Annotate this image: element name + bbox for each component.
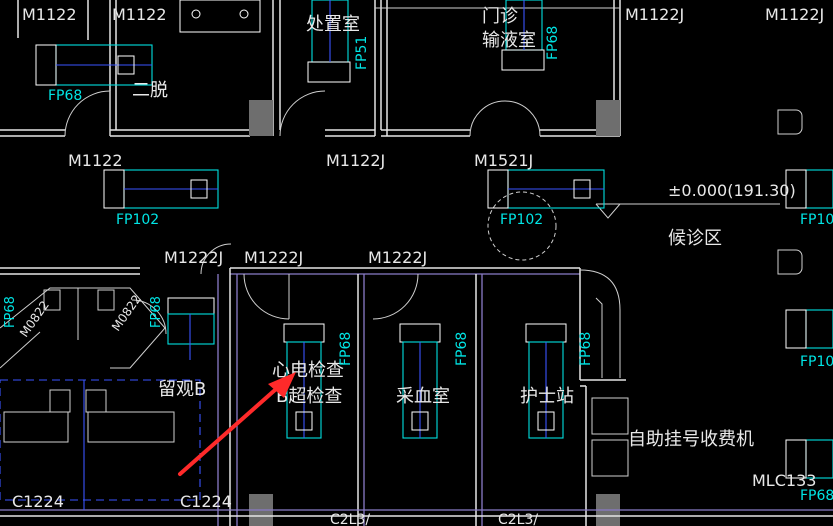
door-label: M1122J: [765, 5, 824, 24]
room-label: 留观B: [158, 379, 206, 400]
room-label: B超检查: [276, 386, 342, 407]
door-label: M1222J: [244, 248, 303, 267]
window-label: C1224: [180, 492, 232, 511]
equipment-label: FP68: [48, 88, 82, 104]
room-label: 输液室: [482, 30, 536, 51]
equipment-label: FP102: [500, 212, 543, 228]
door-label: M1122J: [625, 5, 684, 24]
window-label: C2L3/: [330, 512, 370, 526]
equipment-label: FP68: [578, 332, 594, 366]
equipment-label: FP102: [800, 212, 833, 228]
door-labels: M1122 M1122 M1122J M1122J M1122 M1122J M…: [22, 5, 824, 267]
elevation-label: ±0.000(191.30): [668, 181, 796, 200]
room-label: 处置室: [306, 14, 360, 35]
equipment-label: FP68: [800, 488, 833, 504]
room-label: 二脱: [132, 80, 168, 101]
equipment-label: FP68: [149, 296, 164, 328]
equipment-label: FP68: [338, 332, 354, 366]
window-label: C2L3/: [498, 512, 538, 526]
equipment-label: FP68: [454, 332, 470, 366]
room-label: 护士站: [520, 386, 574, 407]
room-label: 采血室: [396, 386, 450, 407]
annotation-arrow: [178, 372, 296, 476]
door-label: M1122: [112, 5, 167, 24]
equipment-label: FP68: [3, 296, 18, 328]
equipment-label: FP102: [800, 354, 833, 370]
window-labels: C1224 C1224 MLC133: [12, 471, 816, 511]
room-label: 候诊区: [668, 228, 722, 249]
window-label: C1224: [12, 492, 64, 511]
room-labels: 处置室 门诊 输液室 二脱 候诊区 留观B 心电检查 B超检查 采血室 护士站 …: [132, 6, 754, 450]
equipment-label: FP68: [545, 26, 561, 60]
room-label: 自助挂号收费机: [628, 429, 754, 450]
door-label: M1521J: [474, 151, 533, 170]
room-label: 门诊: [482, 6, 518, 27]
door-label: M1222J: [164, 248, 223, 267]
door-swings: [64, 90, 541, 335]
door-label: M1122J: [326, 151, 385, 170]
equipment-label: FP102: [116, 212, 159, 228]
door-label: M0822: [17, 298, 52, 340]
door-label: M1122: [22, 5, 77, 24]
door-label: M1122: [68, 151, 123, 170]
equipment-labels: FP68 FP51 FP68 FP102 FP102 FP102 FP102 F…: [3, 26, 833, 504]
window-label: MLC133: [752, 471, 816, 490]
equipment-label: FP51: [354, 36, 370, 70]
door-label: M1222J: [368, 248, 427, 267]
hvac-ducts: [35, 0, 833, 479]
